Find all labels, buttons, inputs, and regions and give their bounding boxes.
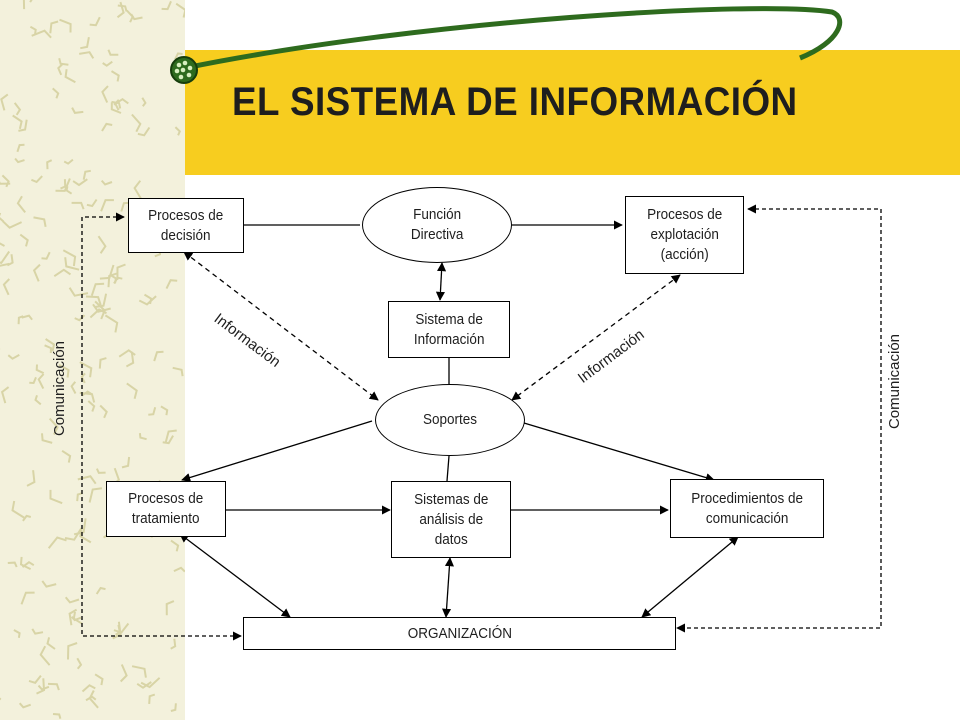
node-organizacion-label: ORGANIZACIÓN <box>407 624 512 642</box>
node-procedimientos-comunicacion-label: Procedimientos de comunicación <box>691 489 803 527</box>
node-procesos-tratamiento-label: Procesos de tratamiento <box>128 490 204 527</box>
node-organizacion: ORGANIZACIÓN <box>243 617 676 650</box>
arrow-soportes-comunicacion <box>523 422 715 483</box>
node-sistema-informacion: Sistema de Información <box>388 301 510 358</box>
node-soportes-label: Soportes <box>422 411 478 428</box>
bullet-icon <box>170 56 198 84</box>
edge-label-comunicacion-right: Comunicación <box>886 333 904 430</box>
node-sistemas-analisis: Sistemas de análisis de datos <box>391 481 511 558</box>
swoosh-line <box>184 6 843 71</box>
dashed-arrow-comunicacion-right <box>676 204 882 633</box>
node-procesos-decision: Procesos de decisión <box>128 198 244 253</box>
node-soportes: Soportes <box>375 384 525 456</box>
node-sistema-informacion-label: Sistema de Información <box>413 310 485 348</box>
title-bar <box>185 50 960 175</box>
arrow-comunicacion-organizacion <box>641 536 739 618</box>
node-procesos-tratamiento: Procesos de tratamiento <box>106 481 226 537</box>
dashed-arrow-informacion-right <box>511 274 681 401</box>
edge-label-comunicacion-left: Comunicación <box>51 340 69 437</box>
arrow-analisis-organizacion <box>442 557 454 618</box>
node-sistemas-analisis-label: Sistemas de análisis de datos <box>413 490 489 548</box>
node-procesos-explotacion: Procesos de explotación (acción) <box>625 196 744 274</box>
arrow-tratamiento-organizacion <box>179 533 291 618</box>
node-procesos-explotacion-label: Procesos de explotación (acción) <box>646 206 723 263</box>
node-funcion-directiva: Función Directiva <box>362 187 512 263</box>
node-procedimientos-comunicacion: Procedimientos de comunicación <box>670 479 824 538</box>
line-soportes-analisis <box>446 455 450 482</box>
page-title: EL SISTEMA DE INFORMACIÓN <box>232 80 798 124</box>
arrow-directiva-sistema <box>435 262 447 301</box>
arrow-soportes-tratamiento <box>181 420 373 482</box>
node-procesos-decision-label: Procesos de decisión <box>148 206 224 244</box>
dashed-arrow-comunicacion-left <box>81 212 242 641</box>
node-funcion-directiva-label: Función Directiva <box>410 206 464 243</box>
